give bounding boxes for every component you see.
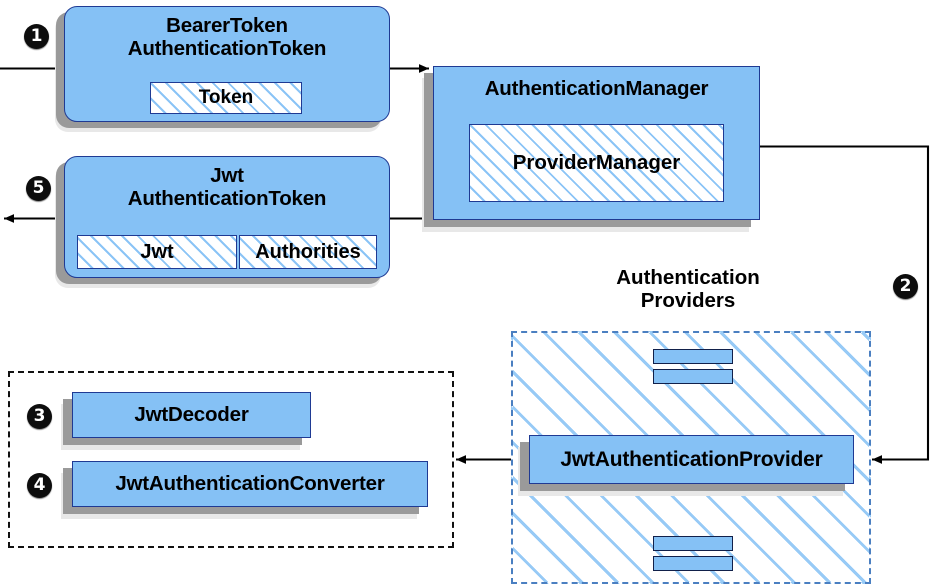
chip-token: Token [150, 82, 302, 114]
node-authentication-manager[interactable]: AuthenticationManager ProviderManager [422, 66, 760, 232]
node-title: BearerToken AuthenticationToken [127, 14, 327, 60]
provider-stack-bar-bottom-1 [653, 536, 733, 551]
node-title: JwtDecoder [134, 402, 249, 426]
step-marker-4: 4 [27, 473, 52, 498]
chip-provider-manager: ProviderManager [469, 124, 724, 202]
node-jwt-authentication-converter[interactable]: JwtAuthenticationConverter [61, 461, 428, 519]
provider-stack-bar-bottom-2 [653, 556, 733, 571]
node-title: JwtAuthenticationConverter [115, 471, 385, 495]
group-jwt-support [8, 371, 454, 548]
node-jwt-decoder[interactable]: JwtDecoder [61, 392, 311, 450]
provider-stack-bar-top-1 [653, 349, 733, 364]
chip-jwt: Jwt [77, 235, 237, 269]
node-title: AuthenticationManager [484, 77, 709, 100]
step-marker-1: 1 [24, 24, 49, 49]
node-title: JwtAuthenticationProvider [560, 447, 823, 471]
step-marker-3: 3 [27, 404, 52, 429]
chip-authorities: Authorities [239, 235, 377, 269]
step-marker-5: 5 [26, 176, 51, 201]
node-title: Jwt AuthenticationToken [127, 164, 327, 210]
node-jwt-authentication-provider[interactable]: JwtAuthenticationProvider [518, 435, 854, 496]
provider-stack-bar-top-2 [653, 369, 733, 384]
group-label-authentication-providers: Authentication Providers [616, 266, 760, 313]
step-marker-2: 2 [893, 274, 918, 299]
node-jwt-authentication-token[interactable]: Jwt AuthenticationToken Jwt Authorities [55, 156, 390, 288]
node-bearer-token-authentication-token[interactable]: BearerToken AuthenticationToken Token [55, 6, 390, 132]
